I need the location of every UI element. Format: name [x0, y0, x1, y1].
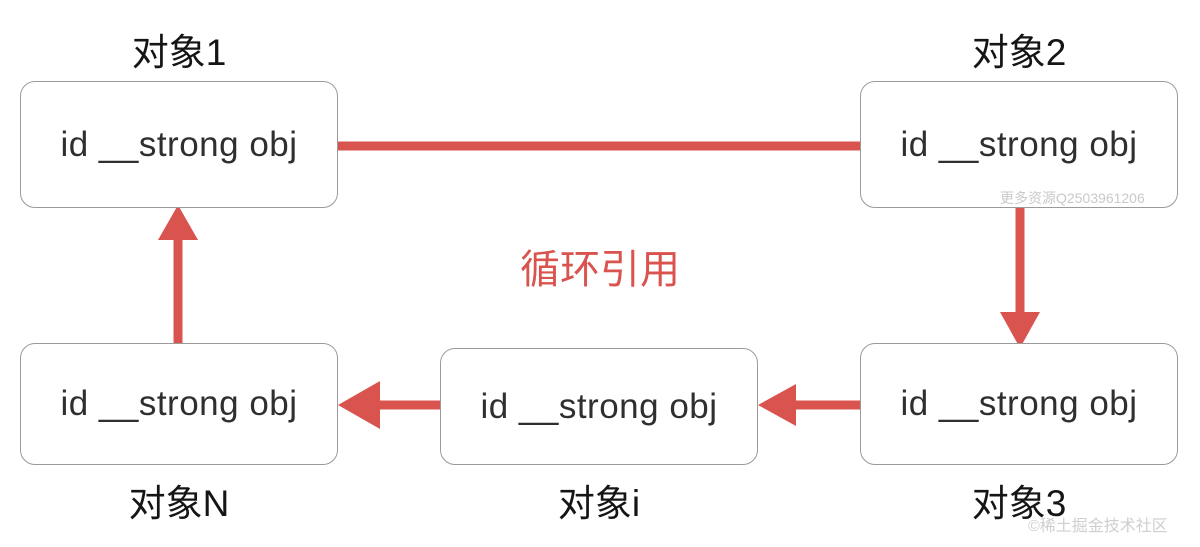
node-obji-body: id __strong obj	[480, 386, 718, 426]
node-obj1-body: id __strong obj	[60, 124, 298, 164]
node-obji[interactable]: id __strong obj	[440, 348, 758, 465]
node-label-obji: 对象i	[557, 483, 641, 524]
node-objn[interactable]: id __strong obj	[20, 343, 338, 465]
node-label-obj2: 对象2	[971, 32, 1067, 73]
edge-obj2-to-obj3	[1000, 203, 1040, 348]
node-obj1[interactable]: id __strong obj	[20, 81, 338, 208]
node-label-objn: 对象N	[128, 483, 230, 524]
watermark-resource-qq: 更多资源Q2503961206	[1000, 190, 1145, 206]
node-obj3[interactable]: id __strong obj	[860, 343, 1178, 465]
cycle-reference-caption: 循环引用	[520, 248, 680, 292]
edge-obj3-to-obji	[758, 384, 862, 426]
watermark-site-credit: ©稀土掘金技术社区	[1028, 518, 1168, 535]
node-objn-body: id __strong obj	[60, 384, 298, 423]
node-label-obj3: 对象3	[971, 483, 1067, 524]
node-obj3-body: id __strong obj	[900, 384, 1138, 423]
node-obj2-body: id __strong obj	[900, 124, 1138, 164]
edge-objN-to-obj1	[158, 205, 198, 343]
node-label-obj1: 对象1	[131, 32, 227, 73]
node-obj2[interactable]: id __strong obj	[860, 81, 1178, 208]
edge-obji-to-objN	[338, 381, 440, 429]
